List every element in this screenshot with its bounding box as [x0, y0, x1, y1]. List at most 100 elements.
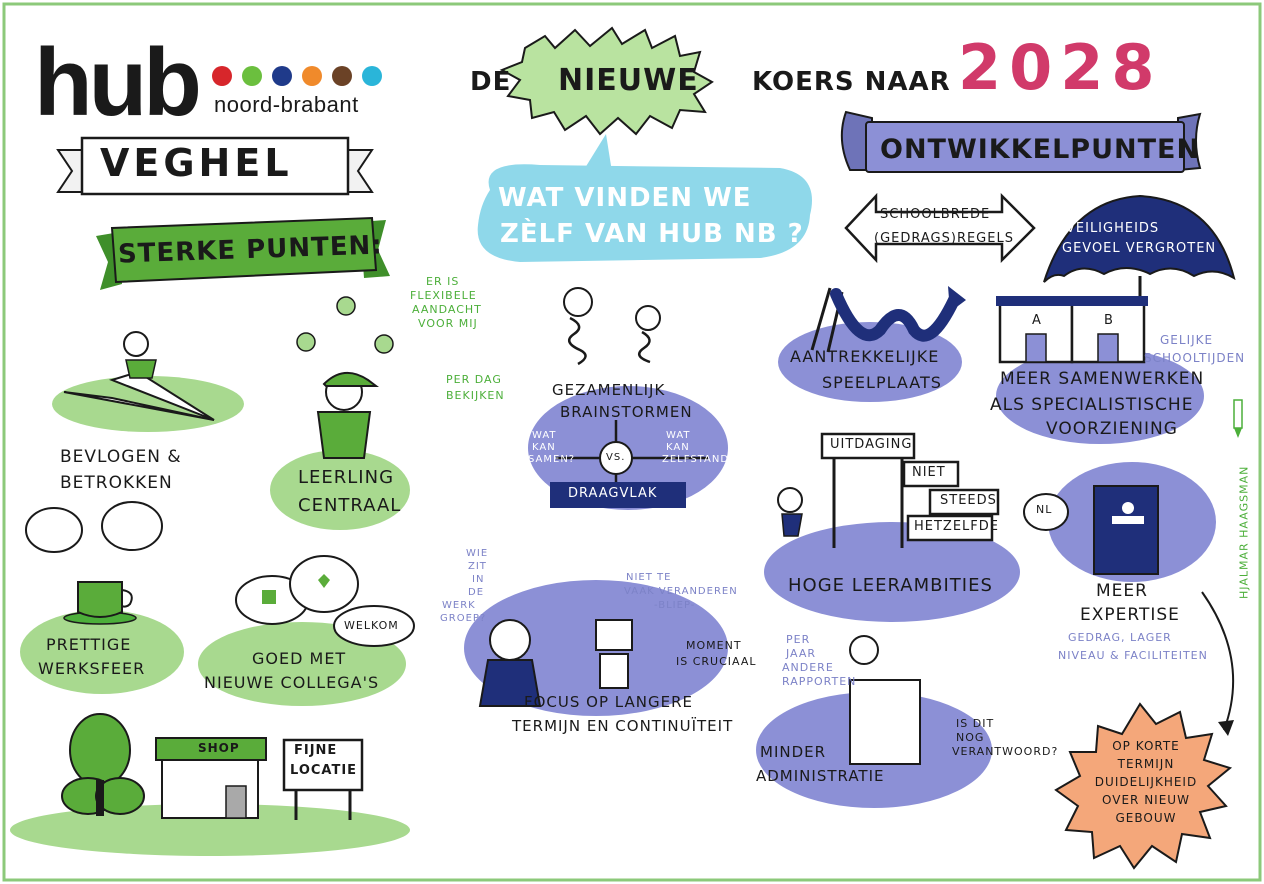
- moment-line-2: IS CRUCIAAL: [676, 655, 757, 668]
- shop-label: SHOP: [198, 741, 240, 755]
- flex-line-2: FLEXIBELE: [410, 289, 477, 302]
- hoge-leerambities: HOGE LEERAMBITIES: [788, 575, 993, 596]
- speelplaats-line-1: AANTREKKELIJKE: [790, 347, 940, 366]
- shop-illustration: [155, 737, 267, 819]
- logo-dot-orange: [302, 66, 322, 86]
- moment-line-1: MOMENT: [686, 639, 742, 652]
- tree-illustration: [61, 713, 145, 816]
- coffee-illustration: [63, 581, 137, 625]
- paper-stack-illustration: [849, 635, 921, 765]
- samen-line-3: SAMEN?: [528, 454, 576, 465]
- focus-line-2: TERMIJN EN CONTINUÏTEIT: [512, 717, 734, 735]
- door-illustration: [1093, 485, 1159, 575]
- worker-illustration: [478, 619, 542, 707]
- minder-line-1: MINDER: [760, 743, 827, 761]
- speech-bubbles-illustration: [25, 501, 415, 647]
- bevlogen-line-1: BEVLOGEN &: [60, 447, 182, 467]
- samenwerken-line-3: VOORZIENING: [1046, 419, 1178, 439]
- flex-line-4: VOOR MIJ: [418, 317, 478, 330]
- blob-speelplaats: [778, 322, 962, 402]
- logo-dot-red: [212, 66, 232, 86]
- nl-bubble: [1023, 493, 1069, 531]
- orange-burst: [1054, 702, 1233, 870]
- zelf-line-3: ZELFSTANDIG?: [662, 454, 749, 465]
- lightbulbs-illustration: [563, 287, 661, 366]
- expertise-line-2: EXPERTISE: [1080, 605, 1180, 625]
- building-a-label: A: [1032, 313, 1042, 328]
- perjaar-line-1: PER: [786, 633, 811, 646]
- artist-credit: HJALMAR HAAGSMAN: [1237, 465, 1251, 599]
- gelijke-line-2: SCHOOLTIJDEN: [1144, 351, 1246, 365]
- logo-dot-green: [242, 66, 262, 86]
- locatie-line-1: FIJNE: [294, 743, 338, 758]
- expertise-line-1: MEER: [1096, 581, 1148, 601]
- question-line-1: WAT VINDEN WE: [498, 183, 752, 213]
- samenwerken-line-2: ALS SPECIALISTISCHE: [990, 395, 1194, 415]
- buildings-illustration: [996, 296, 1148, 364]
- perdag-line-1: PER DAG: [446, 373, 502, 386]
- sign-niet: NIET: [912, 465, 946, 480]
- gelijke-line-1: GELIJKE: [1160, 333, 1214, 347]
- sterke-punten-banner: [96, 216, 390, 290]
- perjaar-line-2: JAAR: [786, 647, 817, 660]
- sign-uitdaging: UITDAGING: [830, 437, 913, 452]
- brainstorm-line-2: BRAINSTORMEN: [560, 403, 693, 421]
- opkorte-line-2: TERMIJN: [1117, 757, 1175, 771]
- logo-word: hub: [34, 29, 202, 136]
- nieuwe-burst: [499, 26, 714, 136]
- double-arrow: [844, 192, 1036, 264]
- isdit-line-2: NOG: [956, 731, 985, 744]
- veghel-banner: [56, 136, 374, 196]
- logo-dots: [212, 66, 382, 86]
- leerling-line-1: LEERLING: [298, 467, 395, 488]
- umbrella-illustration: [1043, 194, 1236, 325]
- logo-dot-brown: [332, 66, 352, 86]
- focus-line-1: FOCUS OP LANGERE: [524, 693, 693, 711]
- robot-illustration: [595, 619, 633, 689]
- minder-line-2: ADMINISTRATIE: [756, 767, 885, 785]
- wie-line-2: ZIT: [468, 561, 487, 572]
- header-koers-naar: KOERS NAAR: [752, 67, 951, 97]
- goedmet-line-2: NIEUWE COLLEGA'S: [204, 673, 380, 692]
- question-line-2: ZÈLF VAN HUB NB ?: [500, 219, 804, 249]
- signpost-illustration: [820, 432, 1000, 548]
- wie-line-3: IN: [472, 574, 485, 585]
- gedrag-line-2: NIVEAU & FACILITEITEN: [1058, 649, 1208, 662]
- draagvlak-label: DRAAGVLAK: [568, 486, 658, 501]
- gedrag-line-1: GEDRAG, LAGER: [1068, 631, 1172, 644]
- prettige-line-2: WERKSFEER: [38, 659, 146, 678]
- wie-line-1: WIE: [466, 548, 489, 559]
- locatie-line-2: LOCATIE: [290, 763, 358, 778]
- schoolbrede-line-1: SCHOOLBREDE: [880, 207, 991, 222]
- zelf-line-1: WAT: [666, 430, 691, 441]
- blob-prettige: [20, 610, 184, 694]
- vs-label: VS.: [606, 452, 626, 463]
- goedmet-line-1: GOED MET: [252, 649, 347, 668]
- logo-dot-navy: [272, 66, 292, 86]
- ontwikkelpunten-banner: [840, 110, 1202, 173]
- samen-line-1: WAT: [532, 430, 557, 441]
- sign-hetzelfde: HETZELFDE: [914, 519, 999, 534]
- zelf-line-2: KAN: [666, 442, 690, 453]
- isdit-line-1: IS DIT: [956, 717, 995, 730]
- blob-leerambities: [764, 522, 1020, 622]
- boy-illustration: [777, 487, 803, 537]
- brainstorm-cross: [556, 420, 708, 482]
- niet-line-3: -BLIEP-: [654, 600, 696, 611]
- bevlogen-line-2: BETROKKEN: [60, 473, 173, 493]
- isdit-line-3: VERANTWOORD?: [952, 745, 1059, 758]
- locatie-sign-illustration: [282, 738, 364, 820]
- header-nieuwe: NIEUWE: [558, 63, 699, 98]
- header-year: 2028: [958, 31, 1163, 104]
- blob-leerling: [270, 450, 410, 530]
- airplane-illustration: [63, 331, 215, 421]
- opkorte-line-1: OP KORTE: [1112, 739, 1180, 753]
- logo-subtitle: noord-brabant: [214, 92, 359, 117]
- speelplaats-line-2: SPEELPLAATS: [822, 373, 942, 392]
- building-b-label: B: [1104, 313, 1114, 328]
- veiligheid-line-1: VEILIGHEIDS: [1066, 221, 1160, 236]
- blob-samenwerken: [996, 348, 1204, 444]
